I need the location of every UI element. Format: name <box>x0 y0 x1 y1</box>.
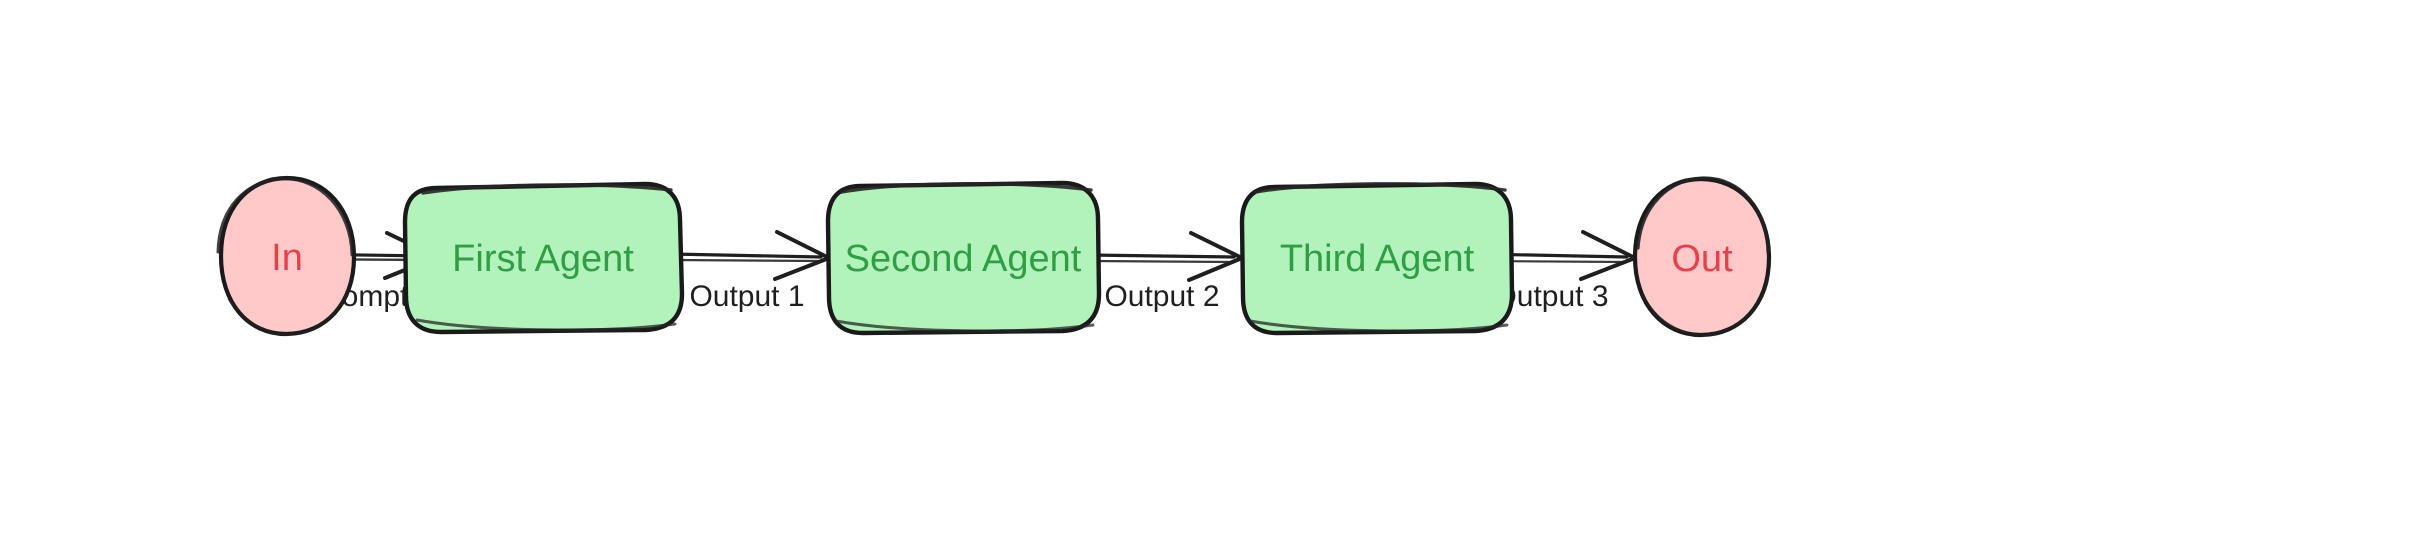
edge-label-output-2: Output 2 <box>1104 280 1219 313</box>
edge-label-output-1: Output 1 <box>689 280 804 313</box>
node-third-agent-label: Third Agent <box>1280 238 1475 280</box>
edge-second-to-third-agent <box>1086 231 1244 282</box>
node-out-label: Out <box>1671 238 1733 280</box>
diagram-card: Prompt Output 1 Output 2 Output 3 <box>79 80 2341 478</box>
node-first-agent[interactable]: First Agent <box>402 181 685 335</box>
node-second-agent[interactable]: Second Agent <box>825 180 1102 336</box>
node-in-label: In <box>271 237 303 279</box>
node-in[interactable]: In <box>216 175 357 337</box>
node-third-agent[interactable]: Third Agent <box>1239 181 1515 336</box>
node-out[interactable]: Out <box>1632 176 1772 338</box>
edge-first-to-second-agent <box>669 230 831 281</box>
flowchart-diagram: Prompt Output 1 Output 2 Output 3 <box>216 175 1772 338</box>
node-first-agent-label: First Agent <box>452 238 634 280</box>
node-second-agent-label: Second Agent <box>845 238 1082 280</box>
